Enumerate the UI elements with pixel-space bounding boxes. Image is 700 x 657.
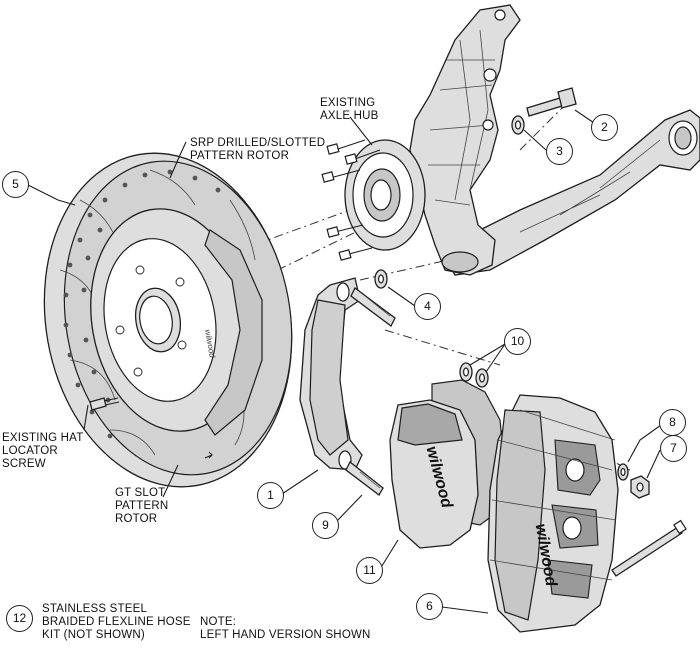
mounting-shims bbox=[459, 362, 489, 388]
brake-pads: wilwood bbox=[389, 379, 506, 549]
label-note: NOTE: LEFT HAND VERSION SHOWN bbox=[200, 616, 371, 642]
label-gt-rotor: GT SLOT PATTERN ROTOR bbox=[115, 487, 168, 526]
callout-8: 8 bbox=[659, 409, 686, 436]
label-hat-screw: EXISTING HAT LOCATOR SCREW bbox=[2, 432, 83, 471]
callout-3: 3 bbox=[546, 138, 573, 165]
label-hat-screw-line3: SCREW bbox=[2, 458, 46, 470]
mounting-washer bbox=[511, 115, 525, 135]
callout-9: 9 bbox=[312, 512, 339, 539]
mounting-bolt bbox=[526, 87, 577, 117]
callout-7: 7 bbox=[660, 435, 687, 462]
callout-6: 6 bbox=[416, 593, 443, 620]
label-gt-rotor-line3: ROTOR bbox=[115, 513, 158, 525]
label-srp-rotor-line2: PATTERN ROTOR bbox=[190, 150, 290, 162]
callout-12: 12 bbox=[6, 605, 33, 632]
callout-1: 1 bbox=[257, 482, 284, 509]
label-hose-kit-line1: STAINLESS STEEL bbox=[42, 603, 148, 615]
callout-10: 10 bbox=[504, 328, 531, 355]
crossover-rod bbox=[611, 519, 687, 577]
label-srp-rotor-line1: SRP DRILLED/SLOTTED bbox=[190, 137, 326, 149]
hat-locator-screw bbox=[89, 397, 120, 411]
label-axle-hub: EXISTING AXLE HUB bbox=[320, 97, 378, 123]
label-hat-screw-line2: LOCATOR bbox=[2, 445, 58, 457]
label-hose-kit: STAINLESS STEEL BRAIDED FLEXLINE HOSE KI… bbox=[42, 603, 191, 642]
label-axle-hub-line2: AXLE HUB bbox=[320, 110, 379, 122]
label-axle-hub-line1: EXISTING bbox=[320, 97, 376, 109]
brake-caliper: wilwood bbox=[487, 394, 619, 633]
callout-5: 5 bbox=[2, 171, 29, 198]
bleed-fitting bbox=[630, 475, 650, 499]
label-note-line2: LEFT HAND VERSION SHOWN bbox=[200, 629, 371, 641]
callout-leaders bbox=[27, 109, 662, 614]
brake-rotor: wilwood bbox=[43, 152, 293, 488]
label-note-line1: NOTE: bbox=[200, 616, 237, 628]
caliper-bracket bbox=[299, 277, 363, 471]
label-srp-rotor: SRP DRILLED/SLOTTED PATTERN ROTOR bbox=[190, 137, 325, 163]
label-hat-screw-line1: EXISTING HAT bbox=[2, 432, 84, 444]
sealing-washer bbox=[617, 463, 629, 481]
bracket-bolts bbox=[345, 287, 396, 496]
label-gt-rotor-line2: PATTERN bbox=[115, 500, 169, 512]
steering-knuckle bbox=[321, 4, 700, 276]
bracket-washer bbox=[374, 269, 388, 289]
label-hose-kit-line2: BRAIDED FLEXLINE HOSE bbox=[42, 616, 191, 628]
callout-11: 11 bbox=[356, 557, 383, 584]
label-hose-kit-line3: KIT (NOT SHOWN) bbox=[42, 629, 145, 641]
callout-2: 2 bbox=[591, 114, 618, 141]
label-gt-rotor-line1: GT SLOT bbox=[115, 487, 166, 499]
callout-4: 4 bbox=[414, 293, 441, 320]
